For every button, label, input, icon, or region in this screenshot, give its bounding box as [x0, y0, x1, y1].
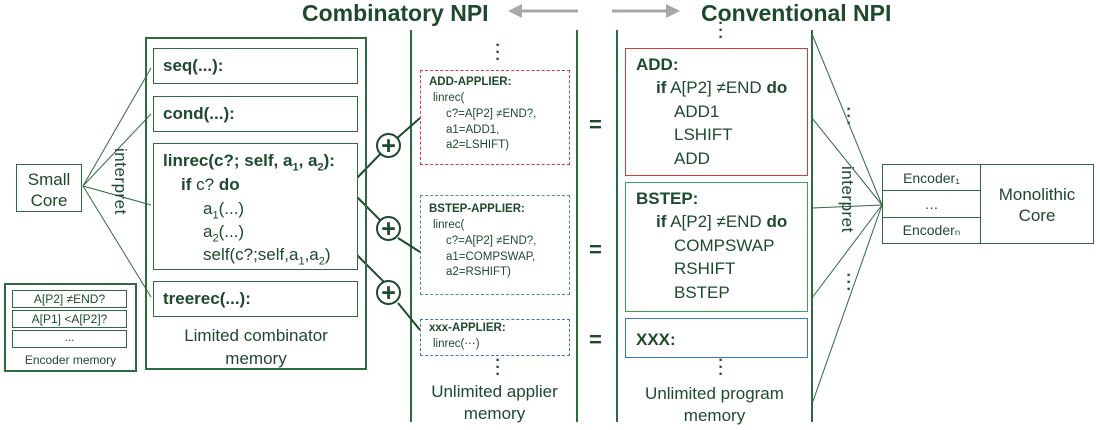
linrec-line-self: self(c?;self,a1,a2) — [203, 245, 331, 268]
encoder-memory-item-1: A[P2] ≠END? — [12, 290, 127, 308]
combinator-treerec: treerec(...): — [153, 281, 358, 317]
program-memory-label-line2: memory — [683, 406, 746, 425]
program-add-cond: if A[P2] ≠END do — [636, 76, 807, 99]
program-ellipsis-bottom: ··· — [718, 352, 724, 383]
program-add-line-1: ADD1 — [674, 101, 720, 121]
program-bstep-name: BSTEP: — [636, 189, 699, 208]
applier-memory-label-line2: memory — [463, 404, 526, 423]
program-ellipsis-top: ··· — [718, 15, 724, 46]
program-add-line-2: LSHIFT — [674, 125, 733, 145]
applier-add-line-3: a1=ADD1, — [446, 123, 500, 136]
applier-xxx-line-1: linrec(⋯) — [433, 337, 480, 350]
program-add-condition: A[P2] ≠END — [670, 78, 762, 98]
program-bstep-do: do — [766, 212, 788, 232]
encoder-n: Encoderₙ — [883, 218, 981, 243]
applier-ellipsis-bottom: ··· — [495, 352, 501, 383]
applier-bstep-line-4: a2=RSHIFT) — [446, 266, 511, 279]
linrec-header: linrec(c?; self, a1, a2): — [163, 151, 335, 174]
combinator-memory-label-line2: memory — [225, 349, 287, 368]
combinator-memory-label-line1: Limited combinator — [184, 326, 328, 345]
program-add-if: if — [656, 78, 667, 98]
fanout-ellipsis-upper: ··· — [846, 101, 852, 132]
program-add-line-3: ADD — [674, 148, 710, 168]
applier-add-line-1: linrec( — [433, 91, 465, 104]
applier-bstep-line-2: c?=A[P2] ≠END?, — [446, 234, 537, 247]
linrec-line-a1: a1(...) — [203, 199, 245, 222]
interpret-label-right: interpret — [838, 166, 857, 233]
plus-icon-1: + — [376, 133, 401, 159]
program-memory-label-line1: Unlimited program — [645, 384, 784, 403]
program-bstep-cond: if A[P2] ≠END do — [636, 210, 807, 233]
combinator-linrec: linrec(c?; self, a1, a2): if c? do a1(..… — [153, 143, 358, 270]
small-core-box: Small Core — [16, 164, 82, 212]
plus-icon-2: + — [376, 216, 401, 242]
conventional-npi-title: Conventional NPI — [701, 0, 892, 26]
small-core-fanout — [82, 67, 152, 298]
monolithic-core-label-line2: Core — [1018, 206, 1056, 225]
program-bstep-condition: A[P2] ≠END — [670, 212, 762, 232]
small-core-label-line2: Core — [30, 191, 68, 210]
equals-sign-2: = — [589, 237, 602, 262]
memory-separators — [410, 30, 813, 422]
equals-sign-3: = — [589, 327, 602, 352]
combinator-cond: cond(...): — [153, 96, 358, 132]
applier-bstep-line-3: a1=COMPSWAP, — [446, 250, 536, 263]
applier-memory-label-line1: Unlimited applier — [431, 382, 558, 401]
monolithic-core-label-line1: Monolithic — [998, 185, 1076, 204]
applier-add-line-2: c?=A[P2] ≠END?, — [446, 107, 537, 120]
linrec-if-text: if c? do — [181, 175, 240, 194]
applier-add-line-4: a2=LSHIFT) — [446, 139, 509, 152]
linrec-line-if: if c? do — [181, 173, 240, 196]
applier-bstep-line-1: linrec( — [433, 218, 465, 231]
encoder-ellipsis: … — [883, 191, 981, 218]
equals-sign-1: = — [589, 112, 602, 137]
applier-xxx-name: xxx-APPLIER: — [429, 322, 506, 334]
plus-icon-3: + — [376, 280, 401, 306]
monolithic-core-box: Encoder₁ … Encoderₙ Monolithic Core — [882, 164, 1094, 244]
small-core-label-line1: Small — [27, 170, 71, 189]
applier-bstep-name: BSTEP-APPLIER: — [429, 203, 525, 215]
program-bstep-line-1: COMPSWAP — [674, 235, 775, 255]
combinator-seq: seq(...): — [153, 48, 358, 84]
program-bstep-line-2: RSHIFT — [674, 259, 736, 279]
applier-xxx: xxx-APPLIER: linrec(⋯) — [420, 319, 570, 356]
program-xxx: XXX: — [625, 318, 808, 358]
linrec-line-a2: a2(...) — [203, 222, 245, 245]
combinatory-npi-title: Combinatory NPI — [302, 0, 489, 26]
interpret-label-left: interpret — [111, 148, 130, 215]
program-bstep-if: if — [656, 212, 667, 232]
encoder-memory-box: A[P2] ≠END? A[P1] <A[P2]? ... Encoder me… — [4, 283, 137, 372]
encoder-memory-item-2: A[P1] <A[P2]? — [12, 310, 127, 328]
program-add: ADD: if A[P2] ≠END do ADD1 LSHIFT ADD — [625, 48, 808, 176]
encoder-memory-label: Encoder memory — [24, 353, 117, 367]
program-add-do: do — [766, 78, 788, 98]
fanout-ellipsis-lower: ··· — [846, 267, 852, 298]
encoder-memory-item-3: ... — [12, 330, 127, 348]
applier-add: ADD-APPLIER: linrec( c?=A[P2] ≠END?, a1=… — [420, 70, 570, 165]
applier-add-name: ADD-APPLIER: — [429, 76, 512, 88]
encoder-1: Encoder₁ — [883, 165, 981, 191]
combinator-memory-box: seq(...): cond(...): linrec(c?; self, a1… — [145, 37, 367, 370]
program-xxx-name: XXX: — [636, 330, 676, 349]
program-add-name: ADD: — [636, 55, 679, 74]
monolithic-core-fanout — [811, 33, 883, 405]
applier-ellipsis-top: ··· — [495, 37, 501, 68]
compare-arrows — [508, 4, 680, 18]
program-bstep-line-3: BSTEP — [674, 282, 730, 302]
program-bstep: BSTEP: if A[P2] ≠END do COMPSWAP RSHIFT … — [625, 182, 808, 312]
applier-bstep: BSTEP-APPLIER: linrec( c?=A[P2] ≠END?, a… — [420, 195, 570, 295]
